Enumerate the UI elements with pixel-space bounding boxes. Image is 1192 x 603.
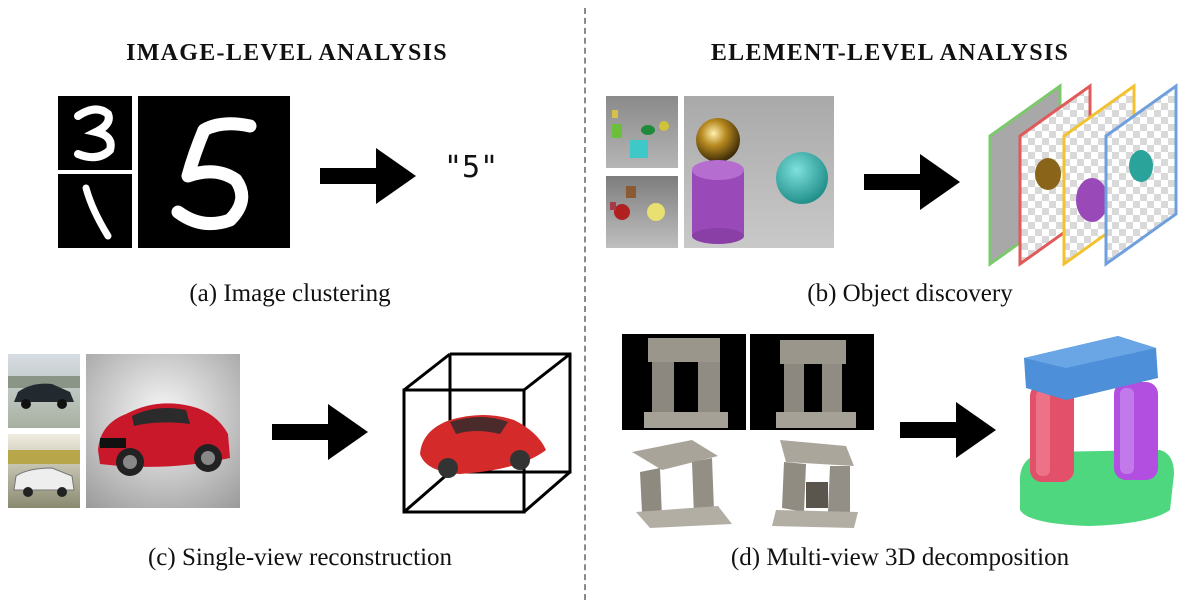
arrow-icon (320, 148, 416, 204)
image-level-heading: IMAGE-LEVEL ANALYSIS (126, 40, 448, 66)
white-suv (8, 450, 80, 497)
object-layers-stack (988, 83, 1178, 267)
digit-1-glyph (82, 184, 112, 240)
arrow-icon (864, 154, 960, 210)
stone-arch (632, 440, 732, 528)
stone-arch (772, 440, 858, 528)
caption-image-clustering: (a) Image clustering (189, 280, 391, 307)
red-car-image (86, 354, 240, 508)
thumb-objects (610, 186, 665, 221)
bounding-cube-car (402, 352, 572, 514)
section-divider (584, 8, 586, 600)
caption-multi-view-3d-decomposition: (d) Multi-view 3D decomposition (730, 544, 1070, 571)
clevr-scene-thumb-1 (606, 96, 678, 168)
stone-view-3 (622, 432, 746, 528)
stone-view-2 (750, 334, 874, 430)
stone-arch (776, 340, 856, 428)
digit-3-glyph (74, 105, 115, 162)
cluster-label-output: "5" (444, 150, 499, 185)
arrow-icon (272, 404, 368, 460)
digit-5-glyph (171, 117, 257, 231)
clevr-scene-thumb-2 (606, 176, 678, 248)
dark-sedan (8, 376, 80, 409)
arrow-icon (900, 402, 996, 458)
thumb-objects (612, 110, 669, 158)
mnist-digit-5-image (138, 96, 290, 248)
mnist-digit-3-thumb (58, 96, 132, 170)
element-level-heading: ELEMENT-LEVEL ANALYSIS (710, 40, 1070, 66)
mnist-digit-1-thumb (58, 174, 132, 248)
stone-view-1 (622, 334, 746, 430)
stone-arch (644, 338, 728, 428)
decomposed-blocks (1019, 336, 1174, 526)
car-photo-thumb-2 (8, 434, 80, 508)
scene-objects (692, 118, 828, 244)
car-photo-thumb-1 (8, 354, 80, 428)
caption-object-discovery: (b) Object discovery (807, 280, 1013, 307)
stone-view-4 (750, 432, 874, 528)
clevr-scene-image (684, 96, 834, 248)
red-hatchback (98, 403, 230, 476)
caption-single-view-reconstruction: (c) Single-view reconstruction (147, 544, 453, 571)
